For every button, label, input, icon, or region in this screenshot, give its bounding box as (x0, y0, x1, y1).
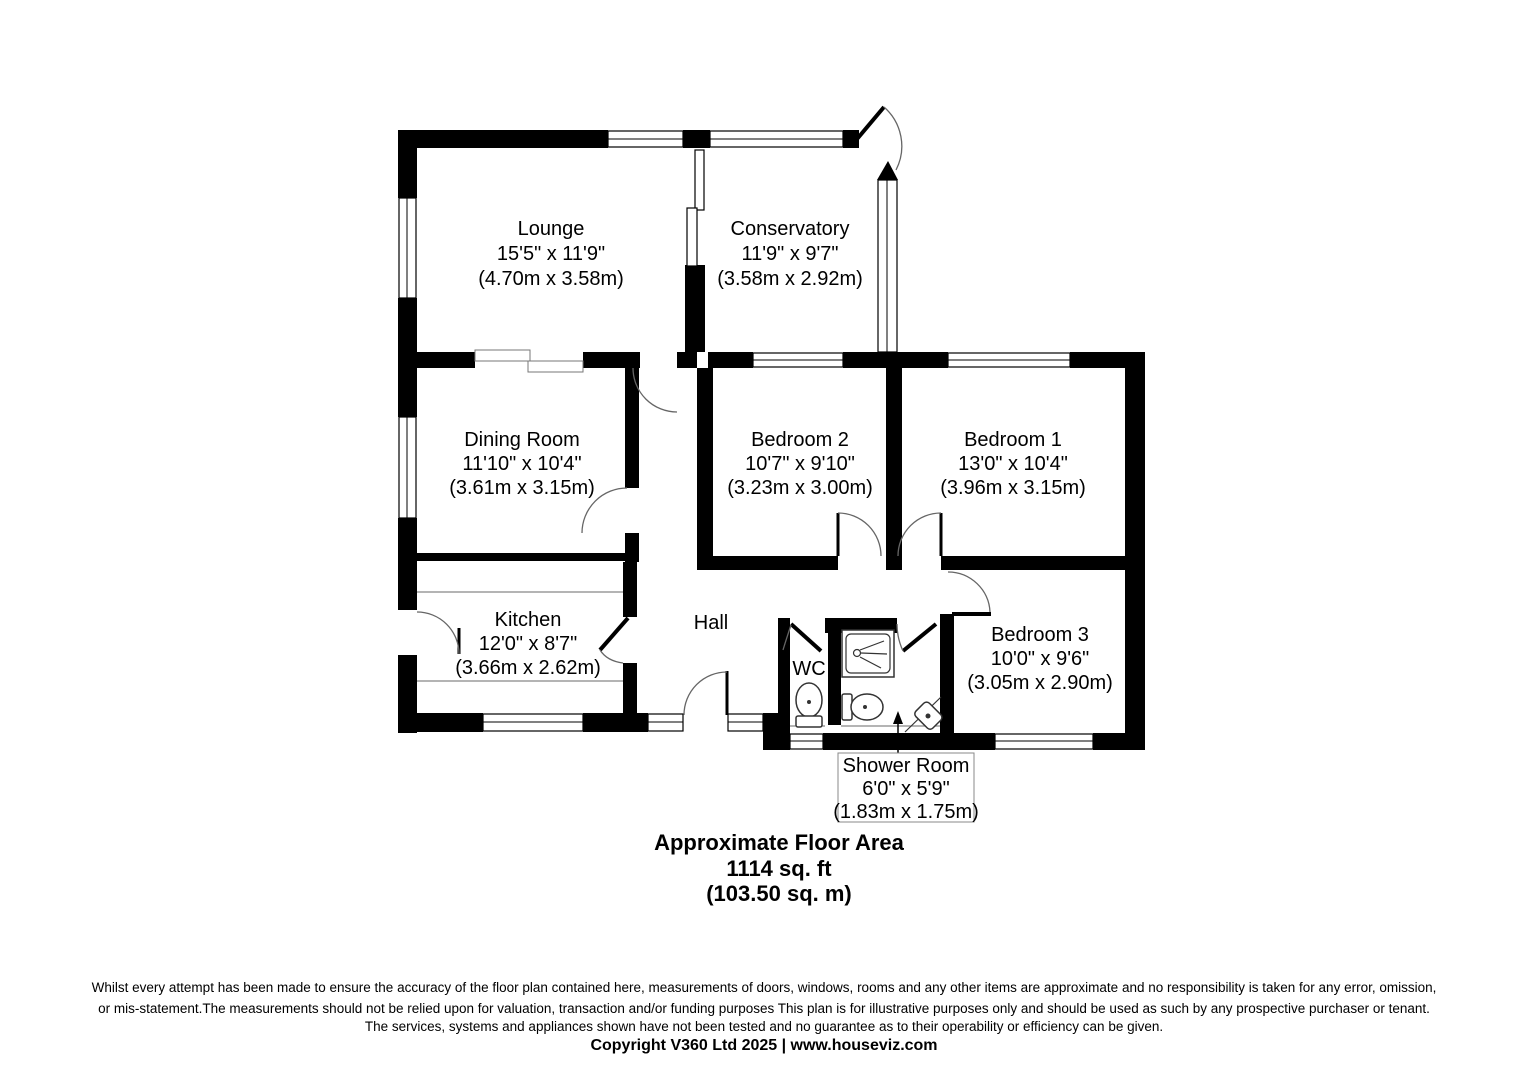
disclaimer-line-3: The services, systems and appliances sho… (365, 1019, 1163, 1034)
footer: Whilst every attempt has been made to en… (92, 980, 1437, 1054)
toilet-icon-wc (795, 682, 823, 728)
disclaimer-line-2: or mis-statement.The measurements should… (98, 1001, 1430, 1016)
window (994, 733, 1094, 750)
room-label-kitchen: Kitchen 12'0" x 8'7" (3.66m x 2.62m) (455, 609, 601, 679)
copyright-line: Copyright V360 Ltd 2025 | www.houseviz.c… (590, 1037, 937, 1054)
conservatory-imperial: 11'9" x 9'7" (741, 243, 838, 265)
window (694, 149, 705, 211)
bedroom1-metric: (3.96m x 3.15m) (940, 477, 1086, 499)
window (789, 733, 824, 750)
dining-name: Dining Room (464, 429, 580, 451)
windows (398, 130, 1094, 750)
floor-area-metric: (103.50 sq. m) (706, 881, 852, 906)
door-shower-room (896, 622, 938, 653)
window (647, 713, 684, 732)
walls (398, 130, 1145, 750)
shower-room-callout: Shower Room 6'0" x 5'9" (1.83m x 1.75m) (833, 711, 979, 823)
room-label-bedroom1: Bedroom 1 13'0" x 10'4" (3.96m x 3.15m) (940, 429, 1086, 499)
floor-area-summary: Approximate Floor Area 1114 sq. ft (103.… (654, 830, 905, 906)
shower-tray-icon (841, 629, 895, 678)
bedroom3-name: Bedroom 3 (991, 624, 1089, 646)
kitchen-name: Kitchen (495, 609, 562, 631)
shower-room-arrowhead (893, 711, 903, 724)
bedroom3-metric: (3.05m x 2.90m) (967, 672, 1113, 694)
window (607, 130, 684, 148)
lounge-metric: (4.70m x 3.58m) (478, 268, 624, 290)
lounge-name: Lounge (518, 218, 585, 240)
room-label-dining: Dining Room 11'10" x 10'4" (3.61m x 3.15… (449, 429, 595, 499)
room-label-lounge: Lounge 15'5" x 11'9" (4.70m x 3.58m) (478, 218, 624, 290)
bedroom1-name: Bedroom 1 (964, 429, 1062, 451)
kitchen-metric: (3.66m x 2.62m) (455, 657, 601, 679)
window (727, 713, 764, 732)
doors (416, 105, 991, 716)
window (482, 713, 584, 732)
bedroom3-imperial: 10'0" x 9'6" (991, 648, 1090, 670)
toilet-icon-shower-room (841, 693, 884, 721)
window (752, 352, 844, 368)
hall-label: Hall (694, 612, 728, 634)
floor-area-title: Approximate Floor Area (654, 830, 905, 855)
wall-opening (527, 360, 584, 373)
shower-room-metric: (1.83m x 1.75m) (833, 801, 979, 823)
door-bedroom1 (897, 512, 943, 557)
kitchen-imperial: 12'0" x 8'7" (479, 633, 578, 655)
window (398, 197, 417, 299)
room-label-bedroom3: Bedroom 3 10'0" x 9'6" (3.05m x 2.90m) (967, 624, 1113, 694)
conservatory-name: Conservatory (731, 218, 850, 240)
door-dining-hall (581, 487, 628, 534)
window (686, 207, 698, 267)
door-wc (782, 622, 823, 653)
door-bedroom2 (836, 512, 882, 557)
window (947, 352, 1071, 368)
door-kitchen-external (416, 611, 461, 655)
door-lounge-hall (632, 367, 678, 413)
wall-opening (474, 349, 531, 362)
bedroom2-metric: (3.23m x 3.00m) (727, 477, 873, 499)
dining-metric: (3.61m x 3.15m) (449, 477, 595, 499)
floor-area-imperial: 1114 sq. ft (726, 856, 832, 881)
wc-label: WC (792, 658, 825, 680)
window (877, 179, 898, 353)
room-label-bedroom2: Bedroom 2 10'7" x 9'10" (3.23m x 3.00m) (727, 429, 873, 499)
room-labels: Lounge 15'5" x 11'9" (4.70m x 3.58m) Con… (449, 218, 1113, 823)
conservatory-metric: (3.58m x 2.92m) (717, 268, 863, 290)
door-conservatory-external (850, 105, 903, 171)
fixtures (795, 629, 943, 733)
shower-room-label-box (837, 752, 975, 823)
window (398, 416, 417, 519)
bedroom2-imperial: 10'7" x 9'10" (745, 453, 855, 475)
window (709, 130, 844, 148)
shower-room-imperial: 6'0" x 5'9" (862, 778, 949, 800)
door-bedroom3 (947, 571, 991, 616)
sink-icon (904, 696, 943, 733)
disclaimer-line-1: Whilst every attempt has been made to en… (92, 980, 1437, 995)
bedroom1-imperial: 13'0" x 10'4" (958, 453, 1068, 475)
room-label-conservatory: Conservatory 11'9" x 9'7" (3.58m x 2.92m… (717, 218, 863, 290)
lounge-imperial: 15'5" x 11'9" (497, 243, 605, 265)
door-front-entrance (683, 671, 729, 716)
door-kitchen-hall (598, 616, 630, 664)
shower-room-name: Shower Room (843, 755, 970, 777)
dining-imperial: 11'10" x 10'4" (462, 453, 581, 475)
bedroom2-name: Bedroom 2 (751, 429, 849, 451)
